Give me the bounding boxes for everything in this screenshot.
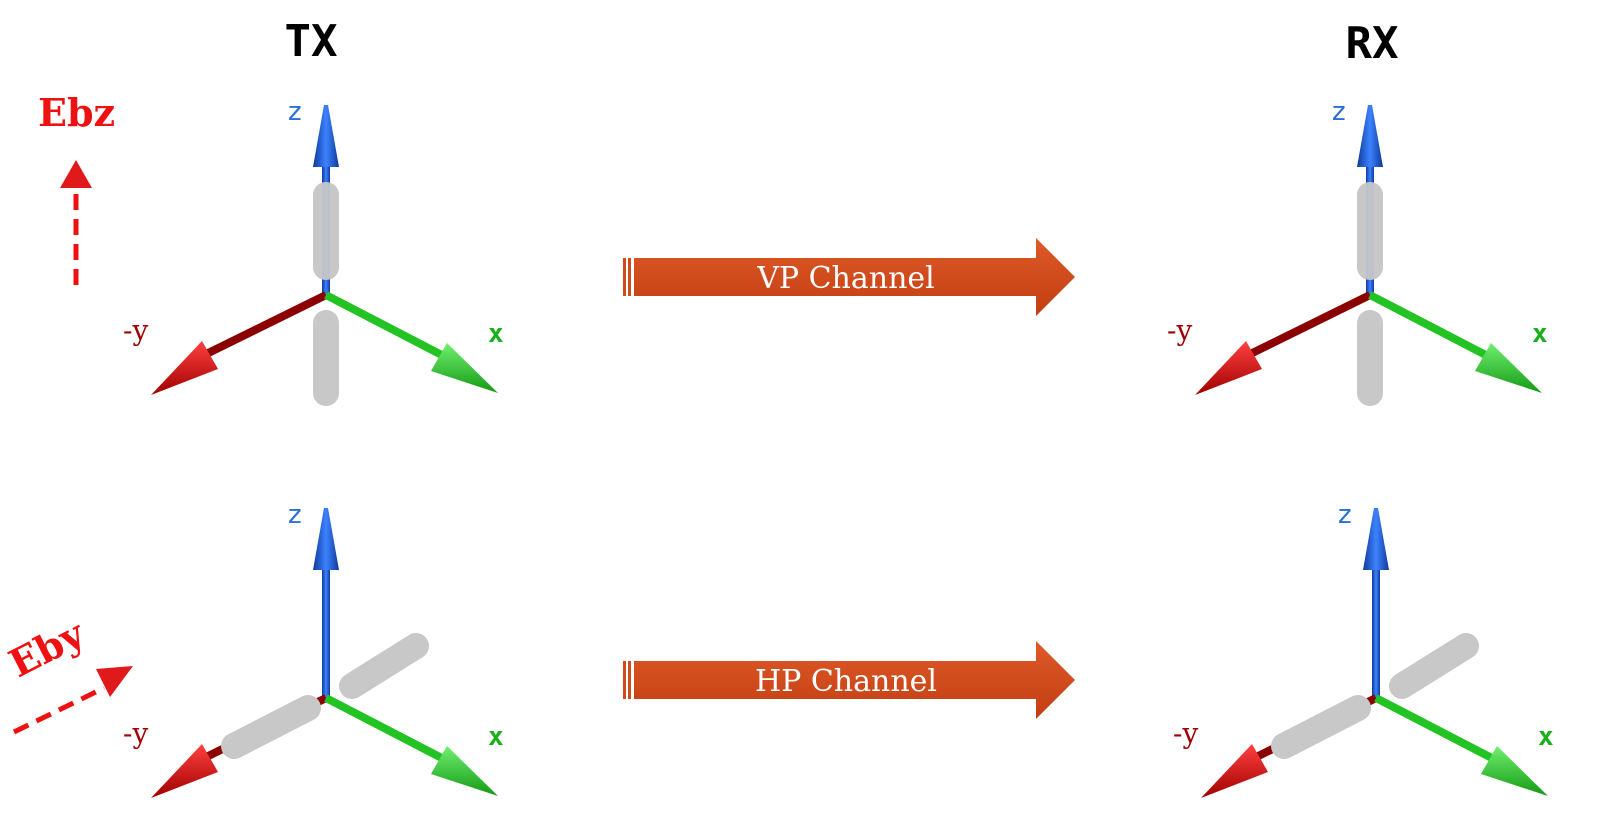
x-axis-label: x: [488, 319, 504, 349]
antenna-lower-element: [1357, 310, 1383, 406]
z-axis-label: z: [288, 97, 302, 127]
hp-channel-arrow: HP Channel: [623, 641, 1075, 719]
z-axis-label: z: [1338, 500, 1352, 530]
x-axis-line: [1368, 291, 1507, 369]
x-axis-arrowhead-icon: [431, 746, 498, 796]
rx-hp-axes: z x -y: [1173, 500, 1554, 798]
ebz-arrow-icon: [60, 160, 92, 285]
ebz-label: Ebz: [38, 90, 115, 135]
antenna-upper-cover: [313, 182, 339, 280]
x-axis-line: [324, 694, 463, 772]
y-axis-label: -y: [1167, 314, 1192, 347]
tx-header: TX: [285, 16, 338, 67]
x-axis-arrowhead-icon: [1481, 746, 1548, 796]
antenna-upper-cover: [1357, 182, 1383, 280]
y-axis-arrowhead-icon: [151, 744, 218, 798]
rx-header: RX: [1346, 18, 1399, 69]
x-axis-label: x: [488, 722, 504, 752]
eby-label: Eby: [2, 610, 92, 686]
z-axis-arrowhead-icon: [313, 105, 339, 167]
z-axis-label: z: [288, 500, 302, 530]
antenna-right-element: [339, 633, 429, 699]
x-axis-arrowhead-icon: [1475, 343, 1542, 393]
x-axis-line: [1374, 694, 1513, 772]
y-axis-line: [186, 291, 328, 367]
z-axis-arrowhead-icon: [1363, 508, 1389, 570]
z-axis-arrowhead-icon: [313, 508, 339, 570]
y-axis-label: -y: [123, 314, 148, 347]
y-axis-arrowhead-icon: [1195, 341, 1262, 395]
x-axis-label: x: [1532, 319, 1548, 349]
eby-arrow-icon: [12, 666, 133, 735]
z-axis-label: z: [1332, 97, 1346, 127]
x-axis-label: x: [1538, 722, 1554, 752]
z-axis-line: [322, 548, 330, 698]
y-axis-label: -y: [1173, 717, 1198, 750]
y-axis-arrowhead-icon: [1201, 744, 1268, 798]
hp-channel-label: HP Channel: [755, 664, 937, 699]
antenna-left-element: [221, 695, 321, 759]
y-axis-line: [1230, 291, 1372, 367]
z-axis-arrowhead-icon: [1357, 105, 1383, 167]
antenna-left-element: [1271, 695, 1371, 759]
tx-vp-axes: z x -y: [123, 97, 504, 406]
rx-vp-axes: z x -y: [1167, 97, 1548, 406]
vp-channel-arrow: VP Channel: [623, 238, 1075, 316]
y-axis-arrowhead-icon: [151, 341, 218, 395]
z-axis-line: [1372, 548, 1380, 698]
y-axis-label: -y: [123, 717, 148, 750]
x-axis-arrowhead-icon: [431, 343, 498, 393]
antenna-lower-element: [313, 310, 339, 406]
antenna-right-element: [1389, 633, 1479, 699]
x-axis-line: [324, 291, 463, 369]
vp-channel-label: VP Channel: [756, 261, 935, 296]
tx-hp-axes: z x -y: [123, 500, 504, 798]
